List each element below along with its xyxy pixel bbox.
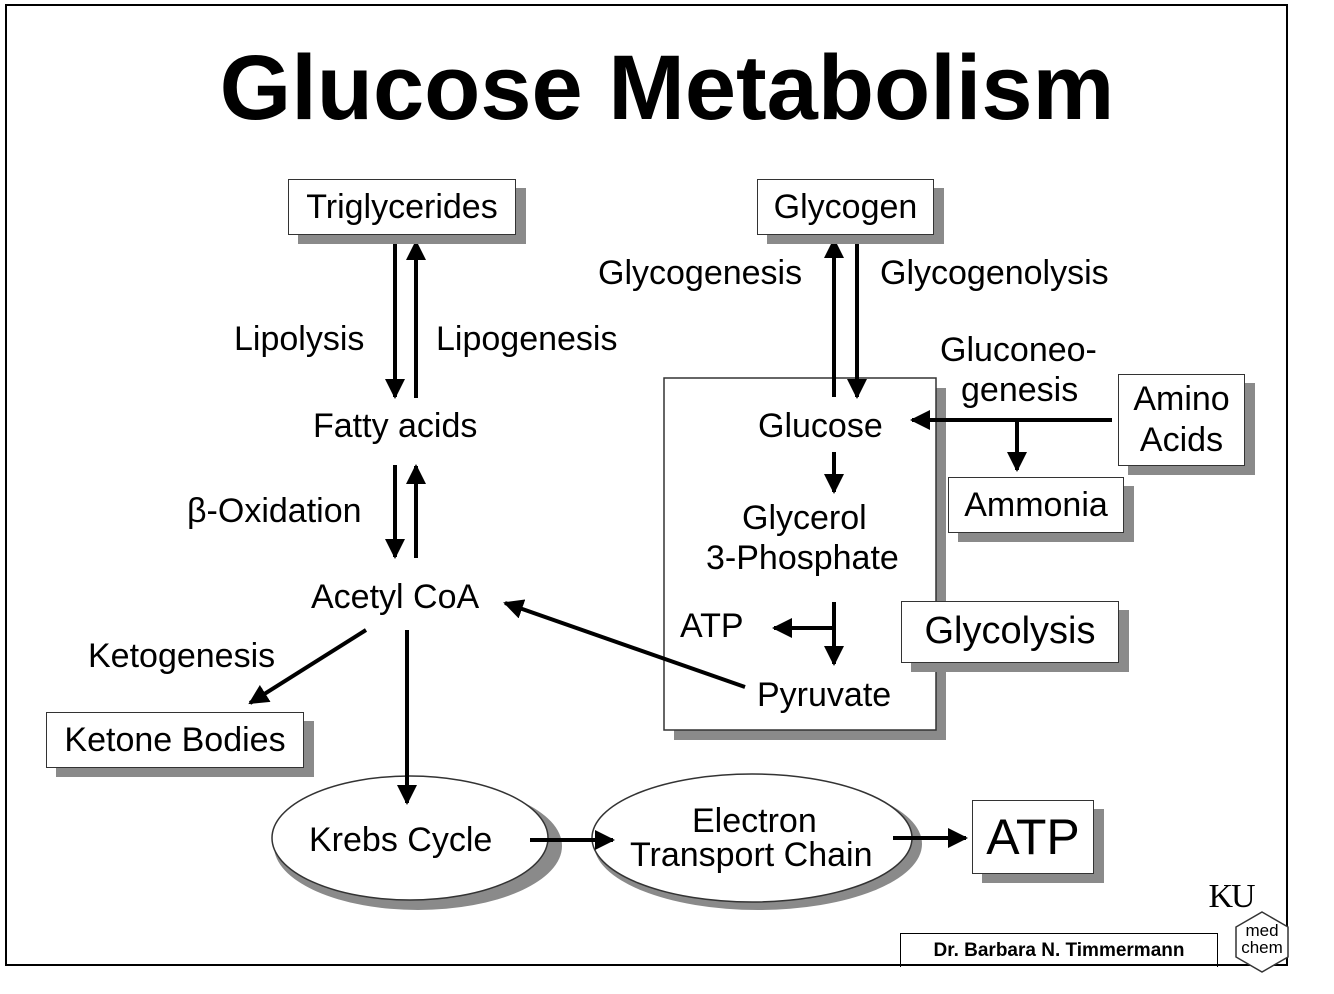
node-amino-line2: Acids	[1139, 421, 1224, 459]
label-gluconeo-line1: Gluconeo-	[940, 331, 1097, 369]
node-pyruvate: Pyruvate	[757, 676, 892, 714]
node-glycolysis-label: Glycolysis	[924, 610, 1096, 653]
label-lipolysis: Lipolysis	[234, 320, 365, 358]
node-etc-line2: Transport Chain	[630, 836, 873, 874]
label-glycogenesis: Glycogenesis	[598, 254, 803, 292]
node-ammonia: Ammonia	[948, 477, 1124, 533]
label-gluconeo-line2: genesis	[961, 371, 1079, 409]
node-amino-acids: Amino Acids	[1118, 374, 1245, 466]
medchem-logo-line1: med	[1245, 921, 1279, 940]
node-acetyl-coa: Acetyl CoA	[311, 578, 480, 616]
logo-hexagon	[1235, 911, 1289, 973]
node-glycolysis: Glycolysis	[901, 601, 1119, 663]
node-fatty-acids: Fatty acids	[313, 407, 478, 445]
node-glycerol-line2: 3-Phosphate	[706, 539, 899, 577]
label-ketogenesis: Ketogenesis	[88, 637, 276, 675]
label-beta-oxidation: β-Oxidation	[187, 492, 362, 530]
medchem-logo-line2: chem	[1241, 938, 1283, 957]
node-ketone-bodies-label: Ketone Bodies	[64, 720, 286, 759]
node-triglycerides-label: Triglycerides	[306, 187, 498, 226]
node-glucose: Glucose	[758, 407, 883, 445]
ku-logo: KU	[1208, 878, 1255, 915]
arrow-ketogenesis	[248, 628, 368, 705]
node-atp-small: ATP	[680, 607, 744, 645]
glycolysis-region	[663, 377, 937, 731]
node-amino-line1: Amino	[1133, 380, 1230, 419]
node-glycerol-line1: Glycerol	[742, 499, 867, 537]
arrow-pyruvate-acetylcoa	[503, 599, 746, 689]
node-ammonia-label: Ammonia	[964, 485, 1108, 524]
node-triglycerides: Triglycerides	[288, 179, 516, 235]
label-lipogenesis: Lipogenesis	[436, 320, 618, 358]
node-krebs-cycle: Krebs Cycle	[309, 821, 493, 859]
node-glycogen-label: Glycogen	[773, 187, 918, 226]
node-ketone-bodies: Ketone Bodies	[46, 712, 304, 768]
node-etc-line1: Electron	[692, 802, 817, 840]
medchem-logo: med chem	[1234, 922, 1290, 962]
node-glycogen: Glycogen	[757, 179, 934, 235]
page-title: Glucose Metabolism	[219, 37, 1115, 139]
label-glycogenolysis: Glycogenolysis	[880, 254, 1109, 292]
node-atp-final-label: ATP	[986, 809, 1080, 865]
author-credit: Dr. Barbara N. Timmermann	[900, 933, 1218, 967]
node-atp-final: ATP	[972, 800, 1094, 874]
